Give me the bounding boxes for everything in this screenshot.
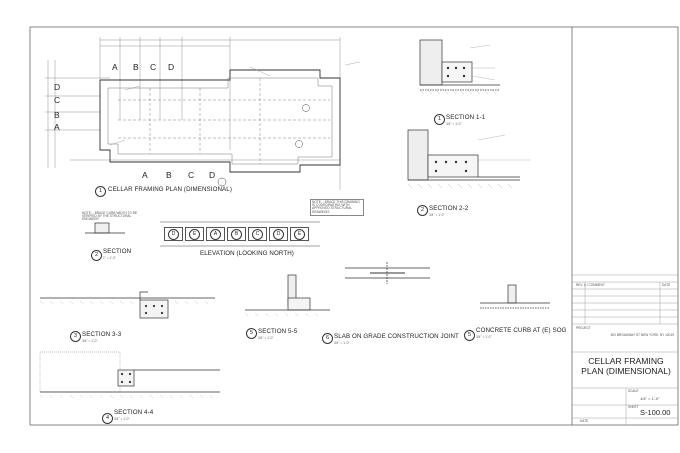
section-1-number-bubble: 1 bbox=[434, 114, 445, 125]
grid-letter-left-a: A bbox=[54, 122, 60, 132]
section-3-scale: 3/4" = 1'-0" bbox=[82, 339, 98, 343]
title-block-drawing-title: CELLAR FRAMING PLAN (DIMENSIONAL) bbox=[581, 356, 671, 376]
section-4-number-bubble: 4 bbox=[102, 413, 113, 424]
revision-header: REV. # / COMMENT bbox=[576, 283, 605, 287]
elevation-cell-6: D bbox=[269, 227, 288, 241]
elevation-cell-3: A bbox=[206, 227, 225, 241]
plan-note: NOTE: - BRACE THIS DRAWING IS COORDINATI… bbox=[310, 199, 364, 216]
elevation-cell-7: E bbox=[290, 227, 309, 241]
section-small-number-bubble: 2 bbox=[91, 250, 102, 261]
sheet-label: SHEET bbox=[628, 405, 639, 409]
section-5-scale: 3/4" = 1'-0" bbox=[258, 336, 274, 340]
section-small-scale: 1" = 1'-0" bbox=[103, 256, 116, 260]
grid-letter-left-c: C bbox=[54, 95, 61, 105]
section-3-number-bubble: 3 bbox=[70, 331, 81, 342]
section-3-title: SECTION 3-3 bbox=[82, 331, 122, 338]
section-curb-number-bubble: 5 bbox=[464, 330, 475, 341]
section-6-title: SLAB ON GRADE CONSTRUCTION JOINT bbox=[334, 333, 459, 340]
elevation-cell-1: D bbox=[164, 227, 183, 241]
section-1-scale: 3/4" = 1'-0" bbox=[446, 122, 462, 126]
section-note: NOTE: - BRACE CURB WIDTH TO BE VERIFIED … bbox=[82, 211, 138, 222]
grid-letter-top-b: B bbox=[133, 62, 139, 72]
section-5-number-bubble: 5 bbox=[246, 328, 257, 339]
sheet-number: S-100.00 bbox=[640, 408, 671, 417]
section-1-title: SECTION 1-1 bbox=[446, 114, 486, 121]
grid-letter-left-b: B bbox=[54, 110, 60, 120]
grid-letter-top-a: A bbox=[112, 62, 118, 72]
grid-letter-bottom-c: C bbox=[188, 170, 195, 180]
section-5-title: SECTION 5-5 bbox=[258, 328, 298, 335]
elevation-cell-2: E bbox=[185, 227, 204, 241]
date-label: DATE bbox=[580, 419, 589, 423]
grid-letter-left-d: D bbox=[54, 82, 61, 92]
section-curb-scale: 3/4" = 1'-0" bbox=[476, 335, 492, 339]
section-small-title: SECTION bbox=[103, 248, 132, 255]
grid-letter-bottom-b: B bbox=[166, 170, 172, 180]
section-curb-title: CONCRETE CURB AT (E) SOG bbox=[476, 327, 567, 334]
elevation-cell-4: B bbox=[227, 227, 246, 241]
section-2-scale: 3/4" = 1'-0" bbox=[429, 213, 445, 217]
grid-letter-bottom-a: A bbox=[142, 170, 148, 180]
scale-value: 1/4" = 1'-0" bbox=[640, 396, 660, 401]
grid-letter-bottom-d: D bbox=[209, 170, 216, 180]
section-6-number-bubble: 6 bbox=[322, 333, 333, 344]
section-4-scale: 3/4" = 1'-0" bbox=[114, 417, 130, 421]
plan-number-bubble: 1 bbox=[95, 186, 106, 197]
section-2-number-bubble: 2 bbox=[417, 205, 428, 216]
grid-letter-top-c: C bbox=[150, 62, 157, 72]
plan-title: CELLAR FRAMING PLAN (DIMENSIONAL) bbox=[108, 186, 232, 193]
elevation-title: ELEVATION (LOOKING NORTH) bbox=[200, 250, 294, 257]
section-4-title: SECTION 4-4 bbox=[114, 409, 154, 416]
grid-letter-top-d: D bbox=[168, 62, 175, 72]
section-6-scale: 3/4" = 1'-0" bbox=[334, 341, 350, 345]
section-2-title: SECTION 2-2 bbox=[429, 205, 469, 212]
project-label: PROJECT bbox=[576, 326, 591, 330]
revision-date-header: DATE bbox=[662, 283, 671, 287]
project-address: 500 BROADWAY ST NEW YORK, NY 10019 bbox=[610, 333, 674, 337]
scale-label: SCALE bbox=[628, 389, 639, 393]
elevation-cell-5: C bbox=[248, 227, 267, 241]
